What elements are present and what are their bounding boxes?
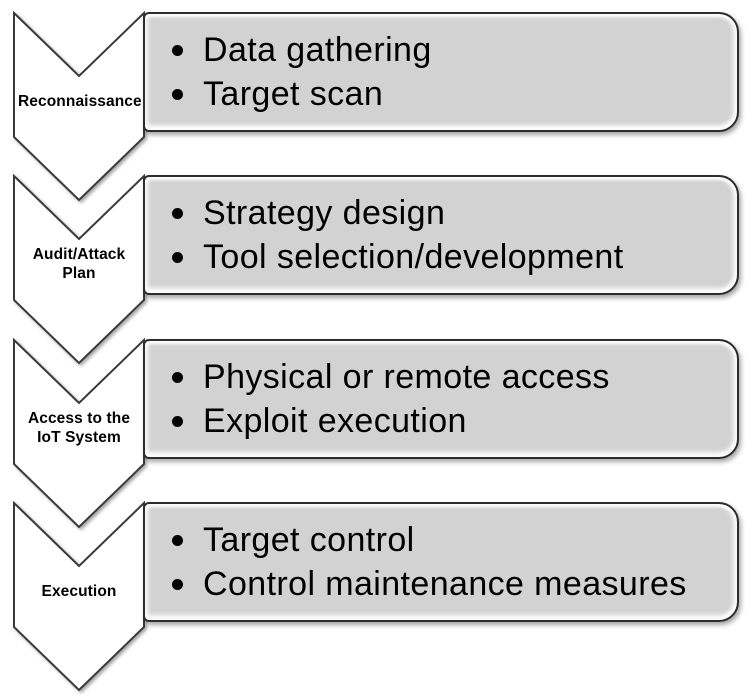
bullet-dot-icon xyxy=(172,251,183,263)
bullet-item: Tool selection/development xyxy=(169,235,737,279)
bullet-dot-icon xyxy=(172,534,183,546)
bullet-text: Strategy design xyxy=(203,193,446,232)
phase-box: Strategy design Tool selection/developme… xyxy=(143,175,739,295)
stage-reconnaissance: Reconnaissance Data gathering Target sca… xyxy=(0,11,753,203)
stage-label: Access to the IoT System xyxy=(12,400,146,456)
chevron-down-shape xyxy=(13,338,145,529)
stage-label-text: Execution xyxy=(41,582,117,600)
stage-access-iot-system: Access to the IoT System Physical or rem… xyxy=(0,338,753,530)
bullet-item: Strategy design xyxy=(169,191,737,235)
bullet-item: Exploit execution xyxy=(169,399,737,443)
stage-audit-attack-plan: Audit/Attack Plan Strategy design Tool s… xyxy=(0,174,753,366)
chevron-down-shape xyxy=(13,174,145,365)
stage-execution: Execution Target control Control mainten… xyxy=(0,501,753,693)
bullet-item: Data gathering xyxy=(169,28,737,72)
phase-box: Physical or remote access Exploit execut… xyxy=(143,339,739,459)
bullet-item: Target control xyxy=(169,518,737,562)
bullet-text: Exploit execution xyxy=(203,401,467,440)
chevron-down-shape xyxy=(13,501,145,692)
chevron-down-shape xyxy=(13,11,145,202)
bullet-text: Physical or remote access xyxy=(203,357,610,396)
stage-label: Audit/Attack Plan xyxy=(12,236,146,292)
bullet-dot-icon xyxy=(172,88,183,100)
stage-label-text: Access to the IoT System xyxy=(27,410,131,446)
stage-label: Reconnaissance xyxy=(12,73,146,129)
stage-label-text: Reconnaissance xyxy=(18,92,142,110)
bullet-text: Target control xyxy=(203,520,415,559)
bullet-text: Data gathering xyxy=(203,30,432,69)
bullet-item: Target scan xyxy=(169,72,737,116)
bullet-text: Tool selection/development xyxy=(203,237,624,276)
bullet-text: Target scan xyxy=(203,74,384,113)
stage-label: Execution xyxy=(12,563,146,619)
stage-label-text: Audit/Attack Plan xyxy=(32,246,126,282)
phase-box: Data gathering Target scan xyxy=(143,12,739,132)
bullet-dot-icon xyxy=(172,415,183,427)
phase-box: Target control Control maintenance measu… xyxy=(143,502,739,622)
bullet-item: Physical or remote access xyxy=(169,355,737,399)
bullet-item: Control maintenance measures xyxy=(169,562,737,606)
bullet-dot-icon xyxy=(172,207,183,219)
bullet-dot-icon xyxy=(172,44,183,56)
bullet-dot-icon xyxy=(172,578,183,590)
bullet-dot-icon xyxy=(172,371,183,383)
bullet-text: Control maintenance measures xyxy=(203,564,687,603)
